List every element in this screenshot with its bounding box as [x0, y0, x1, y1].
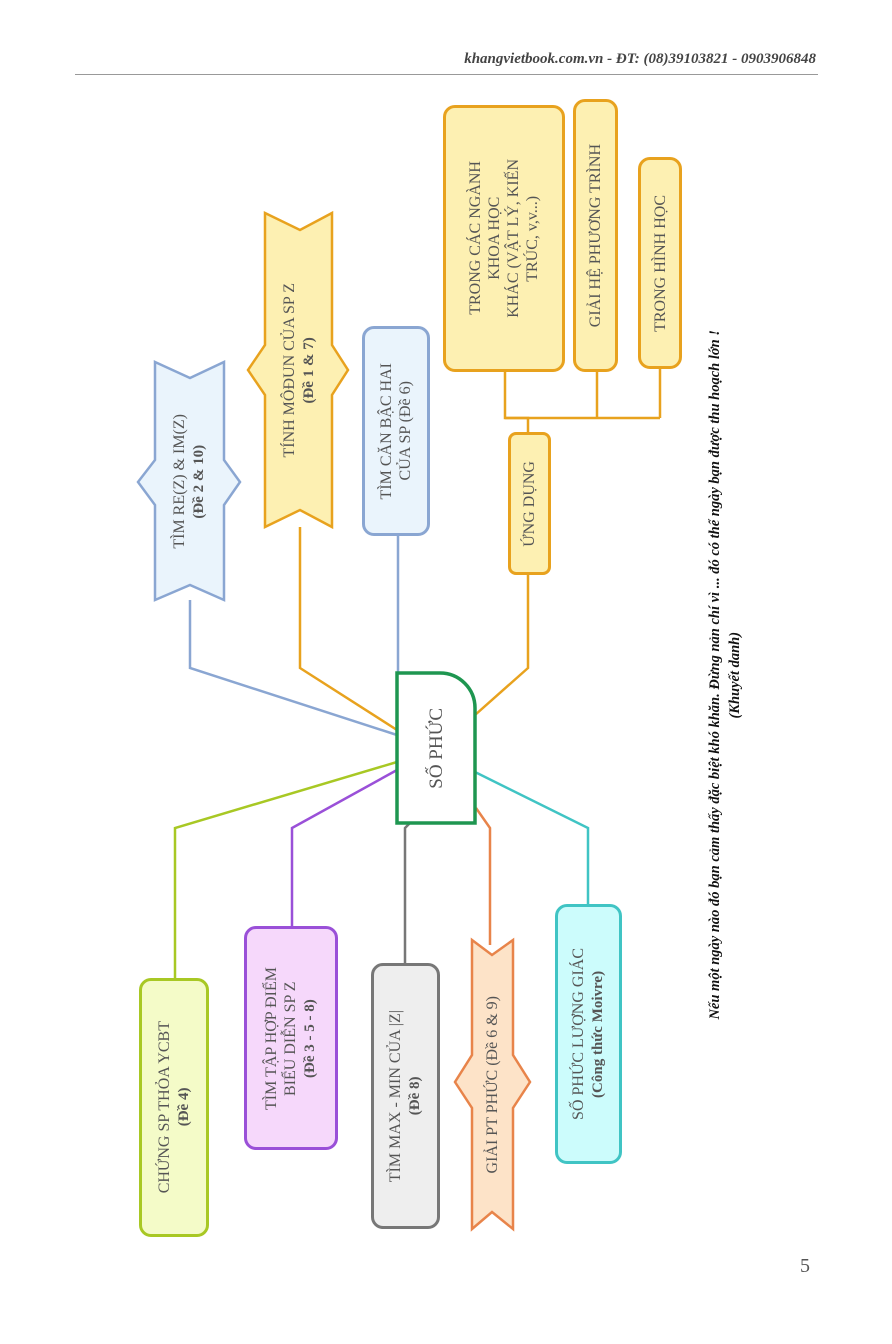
node-title: TÍNH MÔĐUN CỦA SP Z — [280, 282, 298, 458]
quote: Nếu một ngày nào đó bạn cảm thấy đặc biệ… — [690, 200, 760, 1150]
app-khoa-hoc[interactable]: TRONG CÁC NGÀNH KHOA HỌC KHÁC (VẬT LÝ, K… — [443, 105, 565, 372]
center-node-shape — [395, 671, 477, 825]
connector-max-min — [403, 822, 411, 963]
node-title: TÌM TẬP HỢP ĐIỂM BIỂU DIỄN SP Z — [263, 966, 299, 1110]
ribbon-giai-pt — [453, 937, 532, 1232]
node-sub: (Đề 4) — [175, 1088, 192, 1127]
node-sub: (Công thức Moivre) — [590, 970, 606, 1098]
connector-luong-giac — [474, 770, 590, 904]
connector-chung-sp — [173, 760, 398, 978]
node-luong-giac[interactable]: SỐ PHỨC LƯỢNG GIÁC (Công thức Moivre) — [555, 904, 622, 1164]
node-title: TÌM MAX - MIN CỦA |Z| — [387, 1009, 404, 1183]
node-can-bac-hai[interactable]: TÌM CĂN BẬC HAI CỦA SP (Đề 6) — [362, 326, 430, 536]
node-title: GIẢI HỆ PHƯƠNG TRÌNH — [587, 143, 604, 328]
connector-tap-hop — [290, 768, 398, 926]
node-title: TRONG CÁC NGÀNH KHOA HỌC KHÁC (VẬT LÝ, K… — [467, 159, 541, 318]
center-node[interactable]: SỐ PHỨC — [397, 673, 475, 823]
node-tap-hop[interactable]: TÌM TẬP HỢP ĐIỂM BIỂU DIỄN SP Z (Đề 3 - … — [244, 926, 338, 1150]
center-label: SỐ PHỨC — [425, 707, 447, 789]
node-chung-sp[interactable]: CHỨNG SP THỎA YCBT (Đề 4) — [139, 978, 209, 1237]
connector-modun — [298, 527, 398, 732]
app-he-phuong-trinh[interactable]: GIẢI HỆ PHƯƠNG TRÌNH — [573, 99, 618, 372]
node-ung-dung[interactable]: ỨNG DỤNG — [508, 432, 551, 575]
connector-re-im — [188, 600, 398, 737]
page-number: 5 — [800, 1255, 810, 1277]
connector-ung-dung — [474, 575, 530, 716]
ribbon-modun — [246, 210, 350, 530]
node-giai-pt[interactable]: GIẢI PT PHỨC (Đề 6 & 9) — [455, 940, 530, 1229]
node-modun[interactable]: TÍNH MÔĐUN CỦA SP Z (Đề 1 & 7) — [250, 213, 348, 527]
node-title: TÌM RE(Z) & IM(Z) — [170, 413, 188, 549]
node-title: ỨNG DỤNG — [521, 460, 538, 547]
header-rule — [75, 74, 818, 75]
page-header: khangvietbook.com.vn - ĐT: (08)39103821 … — [464, 51, 816, 67]
node-title: SỐ PHỨC LƯỢNG GIÁC — [570, 948, 587, 1120]
app-hinh-hoc[interactable]: TRONG HÌNH HỌC — [638, 157, 682, 369]
node-title: CHỨNG SP THỎA YCBT — [155, 1021, 173, 1194]
connector-giai-pt — [474, 807, 492, 945]
node-sub: (Đề 1 & 7) — [300, 336, 317, 404]
node-re-im[interactable]: TÌM RE(Z) & IM(Z) (Đề 2 & 10) — [138, 362, 240, 600]
node-sub: (Đề 8) — [407, 1076, 423, 1116]
node-sub: (Đề 2 & 10) — [190, 444, 207, 518]
node-title: GIẢI PT PHỨC (Đề 6 & 9) — [484, 995, 501, 1174]
node-title: TÌM CĂN BẬC HAI CỦA SP (Đề 6) — [378, 362, 414, 500]
quote-text: Nếu một ngày nào đó bạn cảm thấy đặc biệ… — [707, 330, 723, 1020]
quote-author: (Khuyết danh) — [727, 631, 743, 719]
node-max-min[interactable]: TÌM MAX - MIN CỦA |Z| (Đề 8) — [371, 963, 440, 1229]
node-title: TRONG HÌNH HỌC — [651, 194, 669, 332]
connector-applications — [503, 372, 530, 432]
ribbon-re-im — [136, 360, 242, 602]
node-sub: (Đề 3 - 5 - 8) — [302, 998, 318, 1078]
